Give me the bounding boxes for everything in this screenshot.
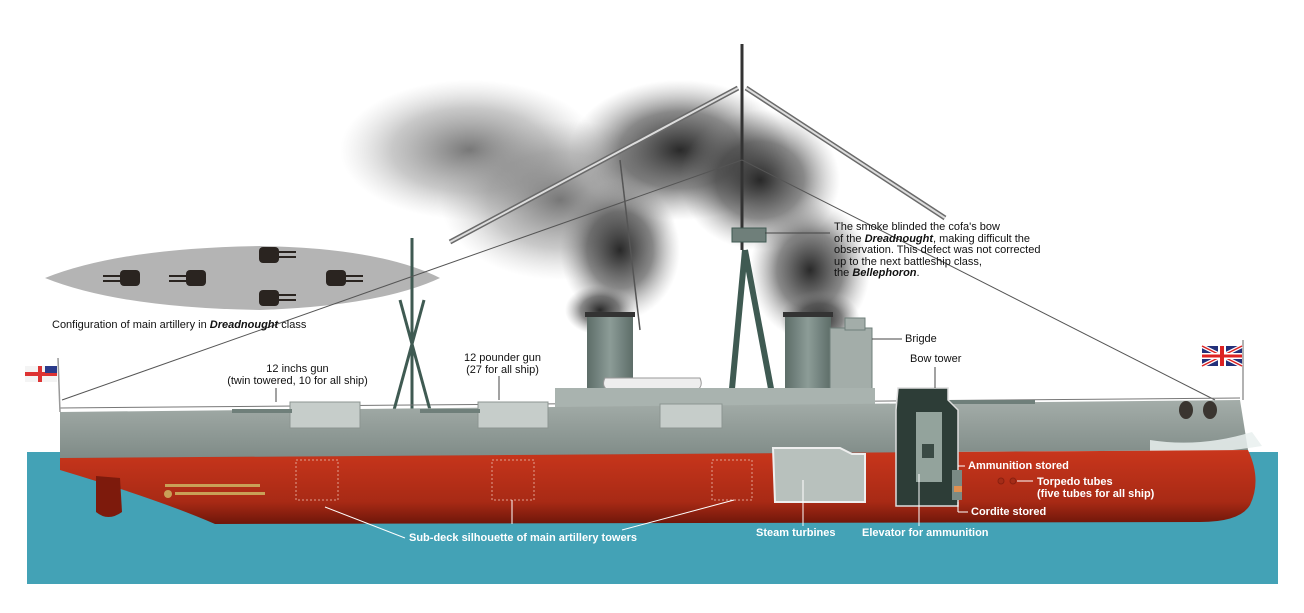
label-line: (27 for all ship): [466, 364, 539, 376]
text: .: [916, 267, 920, 279]
turret-icon: [259, 290, 296, 306]
smoke-note-line: up to the next battleship class,: [834, 255, 982, 268]
label-torpedo-tubes: Torpedo tubes (five tubes for all ship): [1037, 476, 1154, 500]
leader-lines: [275, 232, 936, 402]
rigging: [59, 44, 1241, 411]
turret-icon: [103, 270, 140, 286]
smoke-note: The smoke blinded the cofa's bow of the …: [834, 221, 1041, 280]
plan-view-silhouette: [45, 246, 440, 310]
ship-name: Bellephoron: [852, 267, 917, 279]
rudder: [96, 476, 122, 517]
upper-hull: [60, 400, 1248, 458]
text: the: [834, 267, 853, 279]
union-jack-flag: [1201, 340, 1244, 400]
turret-icon: [326, 270, 363, 286]
turret-icon: [259, 247, 296, 263]
label-elevator: Elevator for ammunition: [862, 527, 989, 539]
smoke-note-line: of the Dreadnought, making difficult the: [834, 232, 1040, 246]
label-ammunition-stored: Ammunition stored: [968, 460, 1069, 472]
label-line: 12 pounder gun: [463, 352, 542, 364]
label-line: Torpedo tubes: [1037, 476, 1113, 488]
label-bridge: Brigde: [905, 333, 937, 345]
ship-name: Dreadnought: [864, 232, 934, 245]
label-cordite-stored: Cordite stored: [971, 506, 1047, 518]
caption-text: Configuration of main artillery in: [52, 319, 210, 331]
label-bow-tower: Bow tower: [910, 353, 962, 365]
smoke-note-line: the Bellephoron.: [834, 267, 1040, 280]
main-gun-turret: [659, 403, 723, 429]
text: , making difficult the: [933, 232, 1031, 245]
label-line: (twin towered, 10 for all ship): [227, 375, 368, 387]
propeller-shafts: [164, 484, 265, 498]
bow-tower-cutaway: [895, 387, 962, 507]
sub-deck-silhouettes: [295, 459, 753, 501]
white-ensign-flag: [25, 357, 61, 413]
label-steam-turbines: Steam turbines: [756, 527, 836, 539]
steam-turbines-cutaway: [771, 447, 866, 503]
text: of the: [834, 232, 865, 245]
label-sub-deck-silhouette: Sub-deck silhouette of main artillery to…: [409, 532, 637, 544]
plan-view-caption: Configuration of main artillery in Dread…: [52, 319, 306, 331]
label-12-pounder-gun: 12 pounder gun (27 for all ship): [450, 352, 555, 376]
label-line: (five tubes for all ship): [1037, 488, 1155, 500]
main-gun-turret: [232, 401, 361, 429]
smoke-note-line: The smoke blinded the cofa's bow: [834, 221, 1000, 233]
caption-text-suffix: class: [278, 319, 307, 331]
label-12-inch-gun: 12 inchs gun (twin towered, 10 for all s…: [225, 363, 370, 387]
smoke-note-line: observation. This defect was not correct…: [834, 244, 1041, 256]
leader-lines-white: [324, 465, 1033, 539]
label-line: 12 inchs gun: [266, 363, 329, 375]
anchor-icon: [1179, 401, 1217, 419]
caption-ship-name: Dreadnought: [209, 319, 279, 331]
turret-icon: [169, 270, 206, 286]
main-gun-turret: [420, 401, 549, 429]
smoke-cloud: [340, 80, 870, 350]
